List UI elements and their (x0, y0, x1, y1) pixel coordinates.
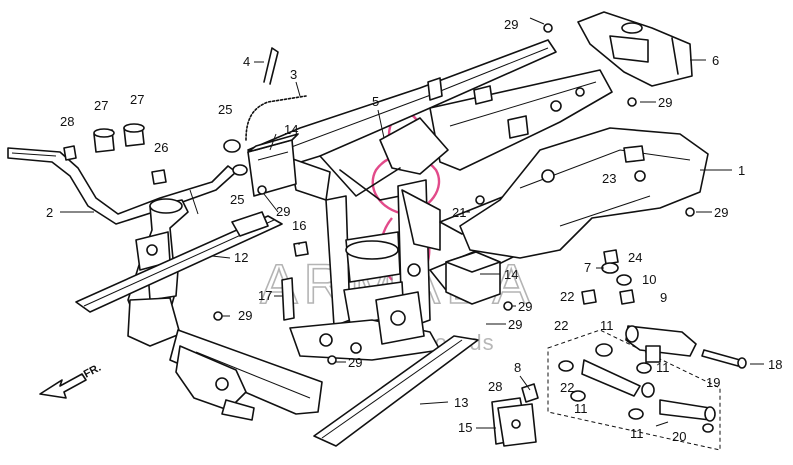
part-4-clip (263, 47, 279, 85)
part-25-grommet-upper (223, 139, 241, 153)
callout-11b: 11 (656, 360, 670, 375)
callout-29e: 29 (508, 317, 522, 332)
callout-labels: 1 2 3 4 5 6 7 8 9 10 11 11 11 11 12 13 1… (46, 17, 782, 444)
callout-17: 17 (258, 288, 272, 303)
callout-29b: 29 (658, 95, 672, 110)
part-3-hose (245, 95, 307, 141)
callout-25b: 25 (230, 192, 244, 207)
part-12-cross-tube (75, 211, 283, 313)
part-22-nut-upper (581, 289, 597, 305)
part-27-collar-right (123, 123, 145, 147)
callout-15: 15 (458, 420, 472, 435)
callout-11c: 11 (574, 401, 588, 416)
callout-27a: 27 (94, 98, 108, 113)
callout-28a: 28 (60, 114, 74, 129)
callout-2: 2 (46, 205, 53, 220)
callout-22a: 22 (560, 289, 574, 304)
part-28-bolt-lower (521, 383, 539, 403)
callout-10: 10 (642, 272, 656, 287)
callout-11a: 11 (600, 318, 614, 333)
part-13-skid-rail (313, 335, 479, 447)
callout-27b: 27 (130, 92, 144, 107)
callout-3: 3 (290, 67, 297, 82)
part-25-grommet-lower (232, 164, 248, 176)
callout-14a: 14 (284, 122, 298, 137)
part-pivot-bushings (558, 343, 655, 420)
callout-12: 12 (234, 250, 248, 265)
part-15-stand-bracket (491, 397, 537, 447)
part-16-bolt (293, 241, 309, 257)
part-pivot-collar-upper (625, 325, 697, 363)
callout-8: 8 (514, 360, 521, 375)
front-direction-label: FR. (82, 362, 103, 381)
exploded-pivot-group-outline (547, 329, 721, 451)
part-27-collar-left (93, 128, 115, 153)
front-arrow-icon (39, 373, 87, 399)
callout-9: 9 (660, 290, 667, 305)
callout-leader-lines (60, 17, 764, 429)
callout-19: 19 (706, 375, 720, 390)
part-10-collar (616, 274, 632, 286)
part-9-nut (619, 289, 635, 305)
callout-14b: 14 (504, 267, 518, 282)
callout-28b: 28 (488, 379, 502, 394)
callout-29h: 29 (276, 204, 290, 219)
part-2-front-pipe (7, 147, 237, 225)
callout-18: 18 (768, 357, 782, 372)
callout-5: 5 (372, 94, 379, 109)
callout-29g: 29 (348, 355, 362, 370)
part-26-nut (151, 169, 167, 185)
callout-16: 16 (292, 218, 306, 233)
callout-25a: 25 (218, 102, 232, 117)
part-7-washer (601, 262, 619, 274)
bolt-29-fittings (213, 23, 695, 365)
part-1-rear-fender (459, 127, 709, 259)
callout-26: 26 (154, 140, 168, 155)
callout-29d: 29 (518, 299, 532, 314)
callout-29a: 29 (504, 17, 518, 32)
callout-1: 1 (738, 163, 745, 178)
part-14-rubber-block (445, 251, 501, 305)
callout-23: 23 (602, 171, 616, 186)
callout-4: 4 (243, 54, 250, 69)
front-direction-indicator: FR. (39, 362, 103, 399)
part-20-shaft (659, 399, 716, 433)
part-24-nut (603, 249, 619, 265)
callout-22b: 22 (554, 318, 568, 333)
callout-20: 20 (672, 429, 686, 444)
callout-21: 21 (452, 205, 466, 220)
callout-24: 24 (628, 250, 642, 265)
callout-13: 13 (454, 395, 468, 410)
callout-29c: 29 (714, 205, 728, 220)
callout-11d: 11 (630, 426, 644, 441)
part-18-pivot-bolt (701, 349, 747, 369)
part-17-rod (281, 277, 295, 321)
part-6-rear-bracket (577, 11, 693, 87)
part-28-bolt-left (63, 145, 77, 161)
callout-6: 6 (712, 53, 719, 68)
callout-7: 7 (584, 260, 591, 275)
part-lower-cradle-rail (169, 329, 323, 421)
callout-29f: 29 (238, 308, 252, 323)
callout-22c: 22 (560, 380, 574, 395)
